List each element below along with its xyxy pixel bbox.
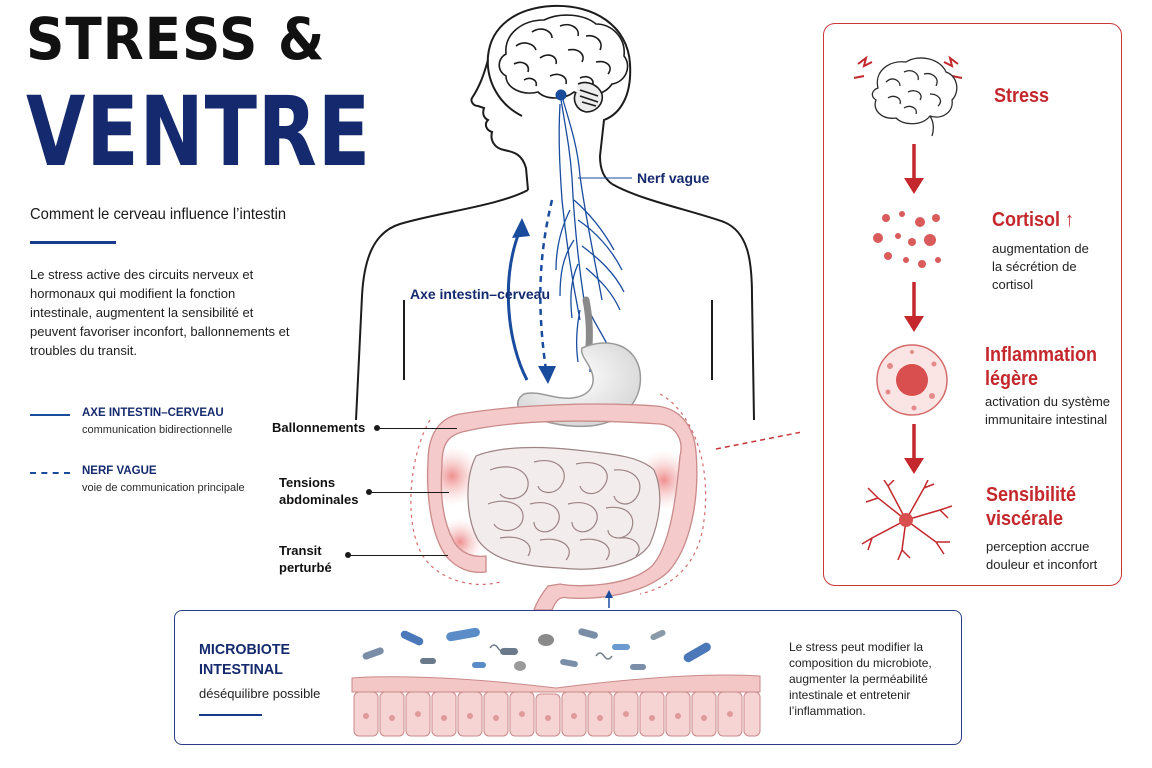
solid-line-icon xyxy=(30,414,70,416)
cell-nuclei xyxy=(363,711,733,721)
axis-arrow-solid xyxy=(506,229,529,381)
title-line-1: STRESS & xyxy=(26,5,326,73)
symptom-bloating: Ballonnements xyxy=(272,420,366,435)
dashed-line-icon xyxy=(30,472,70,474)
symptom-transit: Transit perturbé xyxy=(279,543,332,575)
stressed-brain-icon xyxy=(853,55,963,137)
cascade-step-cortisol-title: Cortisol ↑ xyxy=(992,209,1075,231)
legend-axis-description: communication bidirectionnelle xyxy=(82,424,233,436)
gut-lining-illustration xyxy=(351,627,761,737)
cortisol-particles-icon xyxy=(873,211,941,268)
face-profile xyxy=(470,59,529,191)
neuron-icon xyxy=(861,480,953,560)
symptom-tension: Tensions abdominales xyxy=(279,475,359,507)
brainstem-node-icon xyxy=(555,89,567,101)
cascade-step-inflammation-description: activation du système immunitaire intest… xyxy=(985,394,1111,427)
axis-arrow-dashed xyxy=(539,199,554,371)
legend-vagus-description: voie de communication principale xyxy=(82,482,245,494)
cascade-arrow-3 xyxy=(904,424,924,474)
cascade-arrow-2 xyxy=(904,282,924,332)
villi-layer xyxy=(351,674,761,693)
title-line-2: VENTRE xyxy=(26,76,371,188)
cascade-step-cortisol-description: augmentation de la sécrétion de cortisol xyxy=(992,241,1089,292)
colon xyxy=(426,403,698,610)
legend-axis-label: AXE INTESTIN–CERVEAU xyxy=(82,407,224,419)
microbiote-title: MICROBIOTE INTESTINAL xyxy=(199,641,291,678)
cascade-step-stress-title: Stress xyxy=(994,85,1050,107)
cascade-arrow-1 xyxy=(904,144,924,194)
epithelial-cells xyxy=(353,691,761,737)
symptom-line-1 xyxy=(377,428,457,429)
axis-arrowhead-up xyxy=(512,218,530,238)
cascade-step-inflammation-title-text: Inflammation légère xyxy=(985,344,1098,390)
small-intestine xyxy=(467,446,661,570)
legend-vagus: NERF VAGUE voie de communication princip… xyxy=(30,465,270,501)
subtitle: Comment le cerveau influence l’intestin xyxy=(30,206,287,223)
microbiote-link-arrowhead xyxy=(605,590,613,598)
bacteria-icons xyxy=(362,627,711,671)
axis-label: Axe intestin–cerveau xyxy=(409,286,551,302)
cascade-connector xyxy=(715,431,800,450)
microbiote-subtitle: déséquilibre possible xyxy=(199,686,321,701)
cascade-step-sensitivity-title-text: Sensibilité viscérale xyxy=(986,484,1077,530)
cascade-panel xyxy=(823,23,1122,586)
microbiote-rule xyxy=(199,714,262,716)
anatomy-illustration xyxy=(355,4,800,610)
legend-vagus-label: NERF VAGUE xyxy=(82,465,157,477)
nerve-label: Nerf vague xyxy=(637,170,710,186)
microbiote-panel xyxy=(174,610,962,745)
legend-axis: AXE INTESTIN–CERVEAU communication bidir… xyxy=(30,407,270,443)
cascade-step-inflammation-title: Inflammation légère xyxy=(985,343,1111,391)
inflammation-outline xyxy=(410,393,707,595)
axis-arrowhead-down xyxy=(538,366,556,384)
subtitle-rule xyxy=(30,241,116,244)
intro-text: Le stress active des circuits nerveux et… xyxy=(30,267,290,358)
symptom-line-3 xyxy=(348,555,448,556)
brain-icon xyxy=(498,14,629,113)
body-silhouette xyxy=(355,4,755,421)
neck-left xyxy=(355,189,529,421)
microbiote-text: Le stress peut modifier la composition d… xyxy=(789,640,932,718)
cascade-step-sensitivity-description: perception accrue douleur et inconfort xyxy=(986,539,1098,572)
neck-right xyxy=(611,183,755,421)
symptom-line-2 xyxy=(369,492,449,493)
cascade-step-sensitivity-title: Sensibilité viscérale xyxy=(986,483,1090,531)
head-outline xyxy=(486,4,632,185)
immune-cell-icon xyxy=(876,344,948,416)
